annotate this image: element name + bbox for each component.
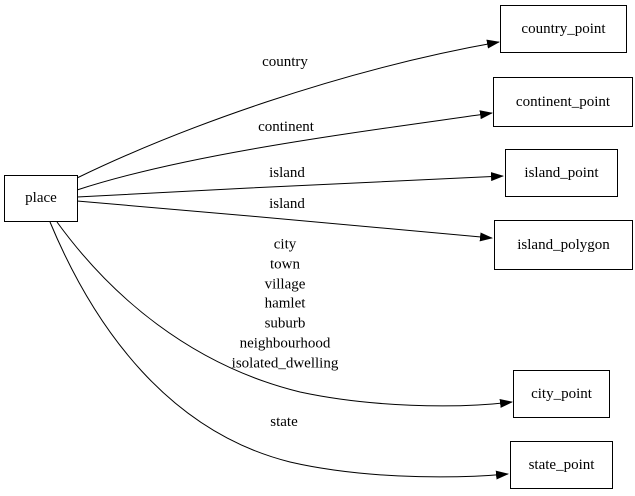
node-island-polygon-label: island_polygon [517, 236, 610, 253]
node-island-point-label: island_point [524, 164, 599, 181]
edge-label-neighbourhood-line: neighbourhood [239, 335, 331, 352]
node-continent-point: continent_point [493, 77, 633, 127]
edge-place-continent-point [76, 110, 493, 191]
node-state-point: state_point [510, 441, 613, 489]
node-city-point-label: city_point [531, 385, 592, 402]
edge-label-village-line: village [264, 276, 306, 293]
edge-place-state-point [49, 221, 509, 480]
node-state-point-label: state_point [528, 456, 595, 473]
edge-label-city-line: city [273, 236, 297, 253]
node-place-label: place [25, 190, 57, 206]
node-island-point: island_point [505, 149, 618, 197]
edge-label-island-polygon: island [269, 196, 305, 213]
edge-place-island-point [76, 172, 504, 198]
node-island-polygon: island_polygon [494, 220, 633, 270]
edge-place-island-polygon [76, 200, 493, 242]
edge-place-country-point [76, 39, 500, 179]
node-country-point-label: country_point [521, 20, 606, 37]
edge-label-continent: continent [258, 119, 314, 136]
edge-label-town-line: town [270, 256, 300, 273]
edge-label-suburb-line: suburb [264, 315, 306, 332]
node-city-point: city_point [513, 370, 610, 418]
edge-label-island-point: island [269, 165, 305, 182]
edge-place-city-point [56, 221, 513, 408]
node-country-point: country_point [500, 5, 627, 53]
edge-label-state: state [270, 414, 298, 431]
edge-label-hamlet-line: hamlet [264, 296, 306, 313]
edge-label-city-multiline: city town village hamlet suburb neighbou… [232, 236, 339, 375]
node-continent-point-label: continent_point [515, 93, 611, 110]
node-place: place [4, 175, 78, 222]
edge-label-isolated-dwelling-line: isolated_dwelling [231, 355, 339, 372]
edge-label-country: country [262, 54, 308, 71]
